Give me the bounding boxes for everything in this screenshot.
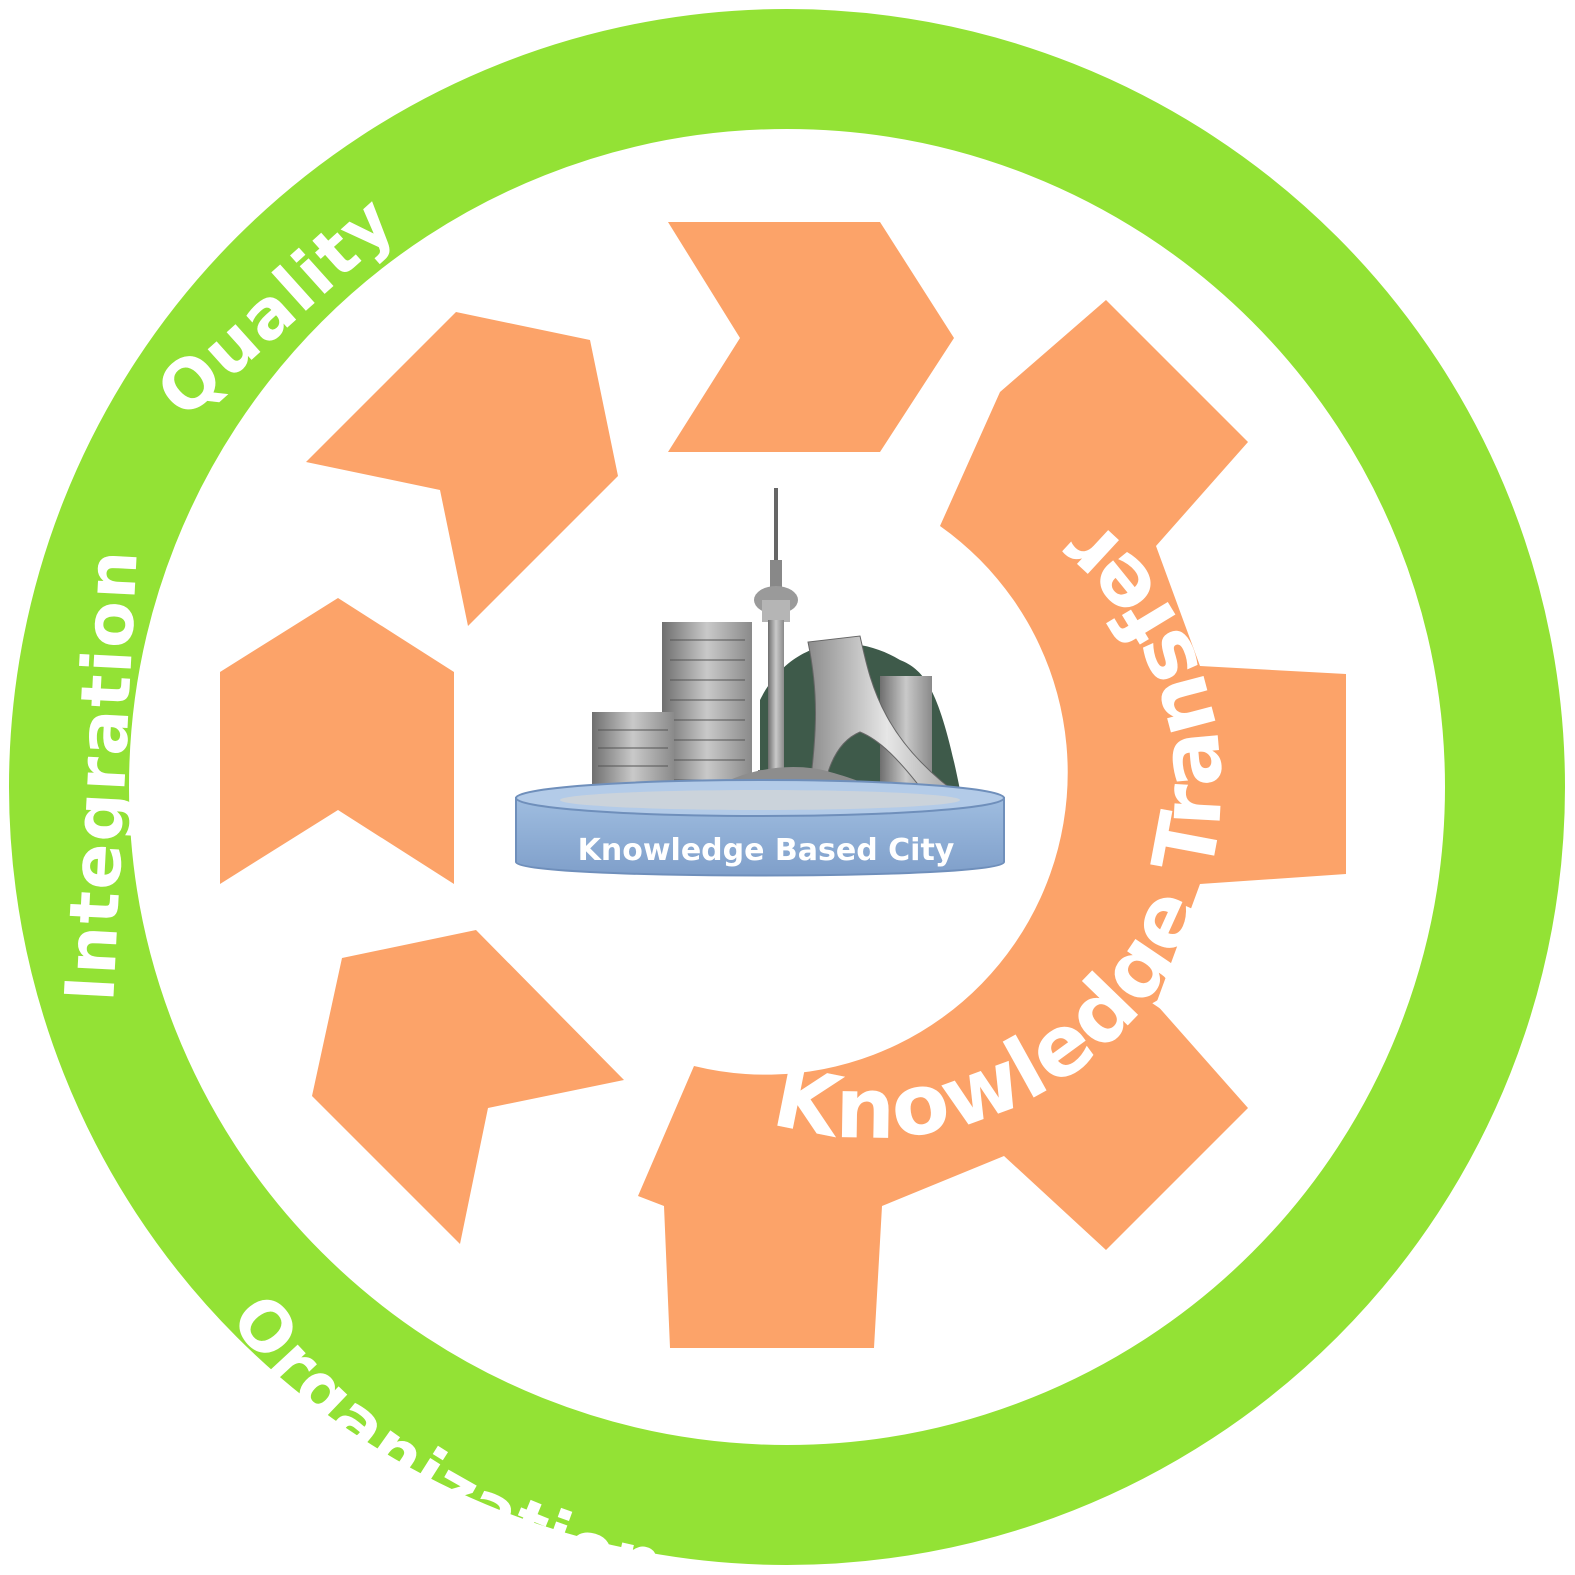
platform-side [515, 797, 1005, 877]
azadi-arch [807, 635, 968, 801]
platform-rim [560, 790, 960, 810]
tower-block-left [662, 622, 752, 802]
knowledge-based-city-label: Knowledge Based City [578, 833, 955, 868]
arrow-lower-left [312, 930, 624, 1244]
arrow-left [220, 598, 454, 884]
outer-ring [9, 9, 1565, 1565]
city-emblem: Knowledge Based City [515, 488, 1005, 877]
flow-arrows [220, 222, 954, 1244]
gear-body [638, 300, 1346, 1348]
arrow-upper-left [306, 312, 618, 626]
knowledge-transfer-gear [638, 300, 1346, 1348]
arrow-top [668, 222, 954, 452]
